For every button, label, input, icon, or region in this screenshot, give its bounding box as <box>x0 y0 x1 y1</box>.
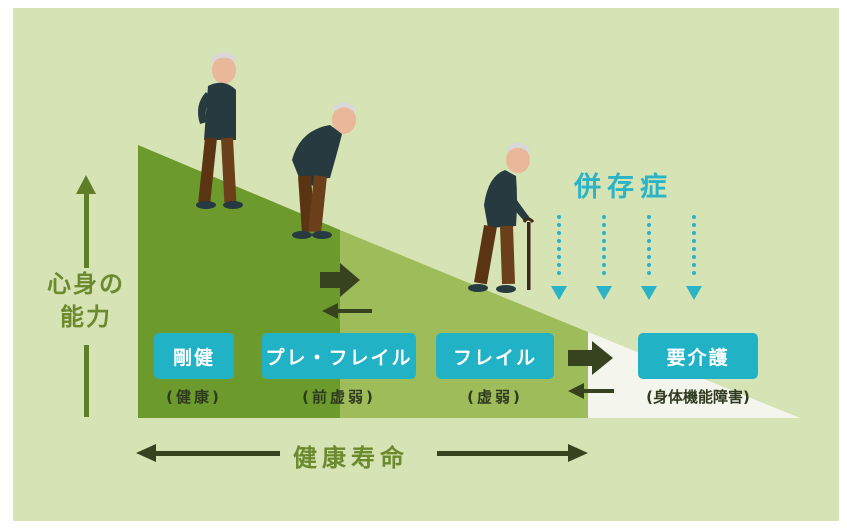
dotted-down-arrow-2 <box>596 215 612 300</box>
stage-box-frail: フレイル <box>436 333 554 379</box>
stage-box-care: 要介護 <box>638 333 758 379</box>
stage-label-robust: 剛健 <box>172 346 215 369</box>
stage-sub-care: (身体機能障害) <box>646 388 750 406</box>
vertical-axis-label: 心身の 能力 <box>40 268 132 334</box>
stage-label-care: 要介護 <box>666 346 730 369</box>
stage-box-prefrail: プレ・フレイル <box>262 333 416 379</box>
dotted-down-arrows <box>551 215 702 300</box>
progression-arrow-1 <box>320 263 360 297</box>
horizontal-axis-label: 健康寿命 <box>293 444 409 472</box>
reverse-arrow-2 <box>568 383 614 399</box>
stage-box-robust: 剛健 <box>154 333 234 379</box>
comorbidity-label: 併存症 <box>574 172 673 203</box>
vertical-axis-arrow <box>76 175 96 417</box>
dotted-down-arrow-4 <box>686 215 702 300</box>
stage-sub-frail: (虚弱) <box>467 388 523 406</box>
vertical-axis-label-line1: 心身の <box>47 270 125 298</box>
stage-label-prefrail: プレ・フレイル <box>265 346 413 369</box>
stage-label-frail: フレイル <box>452 346 537 369</box>
reverse-arrow-1 <box>322 303 372 319</box>
dotted-down-arrow-1 <box>551 215 567 300</box>
vertical-axis-label-line2: 能力 <box>60 303 112 331</box>
elderly-upright-figure <box>196 52 243 209</box>
dotted-down-arrow-3 <box>641 215 657 300</box>
horizontal-axis-arrow <box>136 444 588 462</box>
stage-sub-robust: (健康) <box>166 388 222 406</box>
stage-sub-prefrail: (前虚弱) <box>302 388 376 406</box>
elderly-cane-figure <box>468 142 535 293</box>
progression-arrow-2 <box>568 341 613 375</box>
elderly-stooped-figure <box>292 102 356 239</box>
